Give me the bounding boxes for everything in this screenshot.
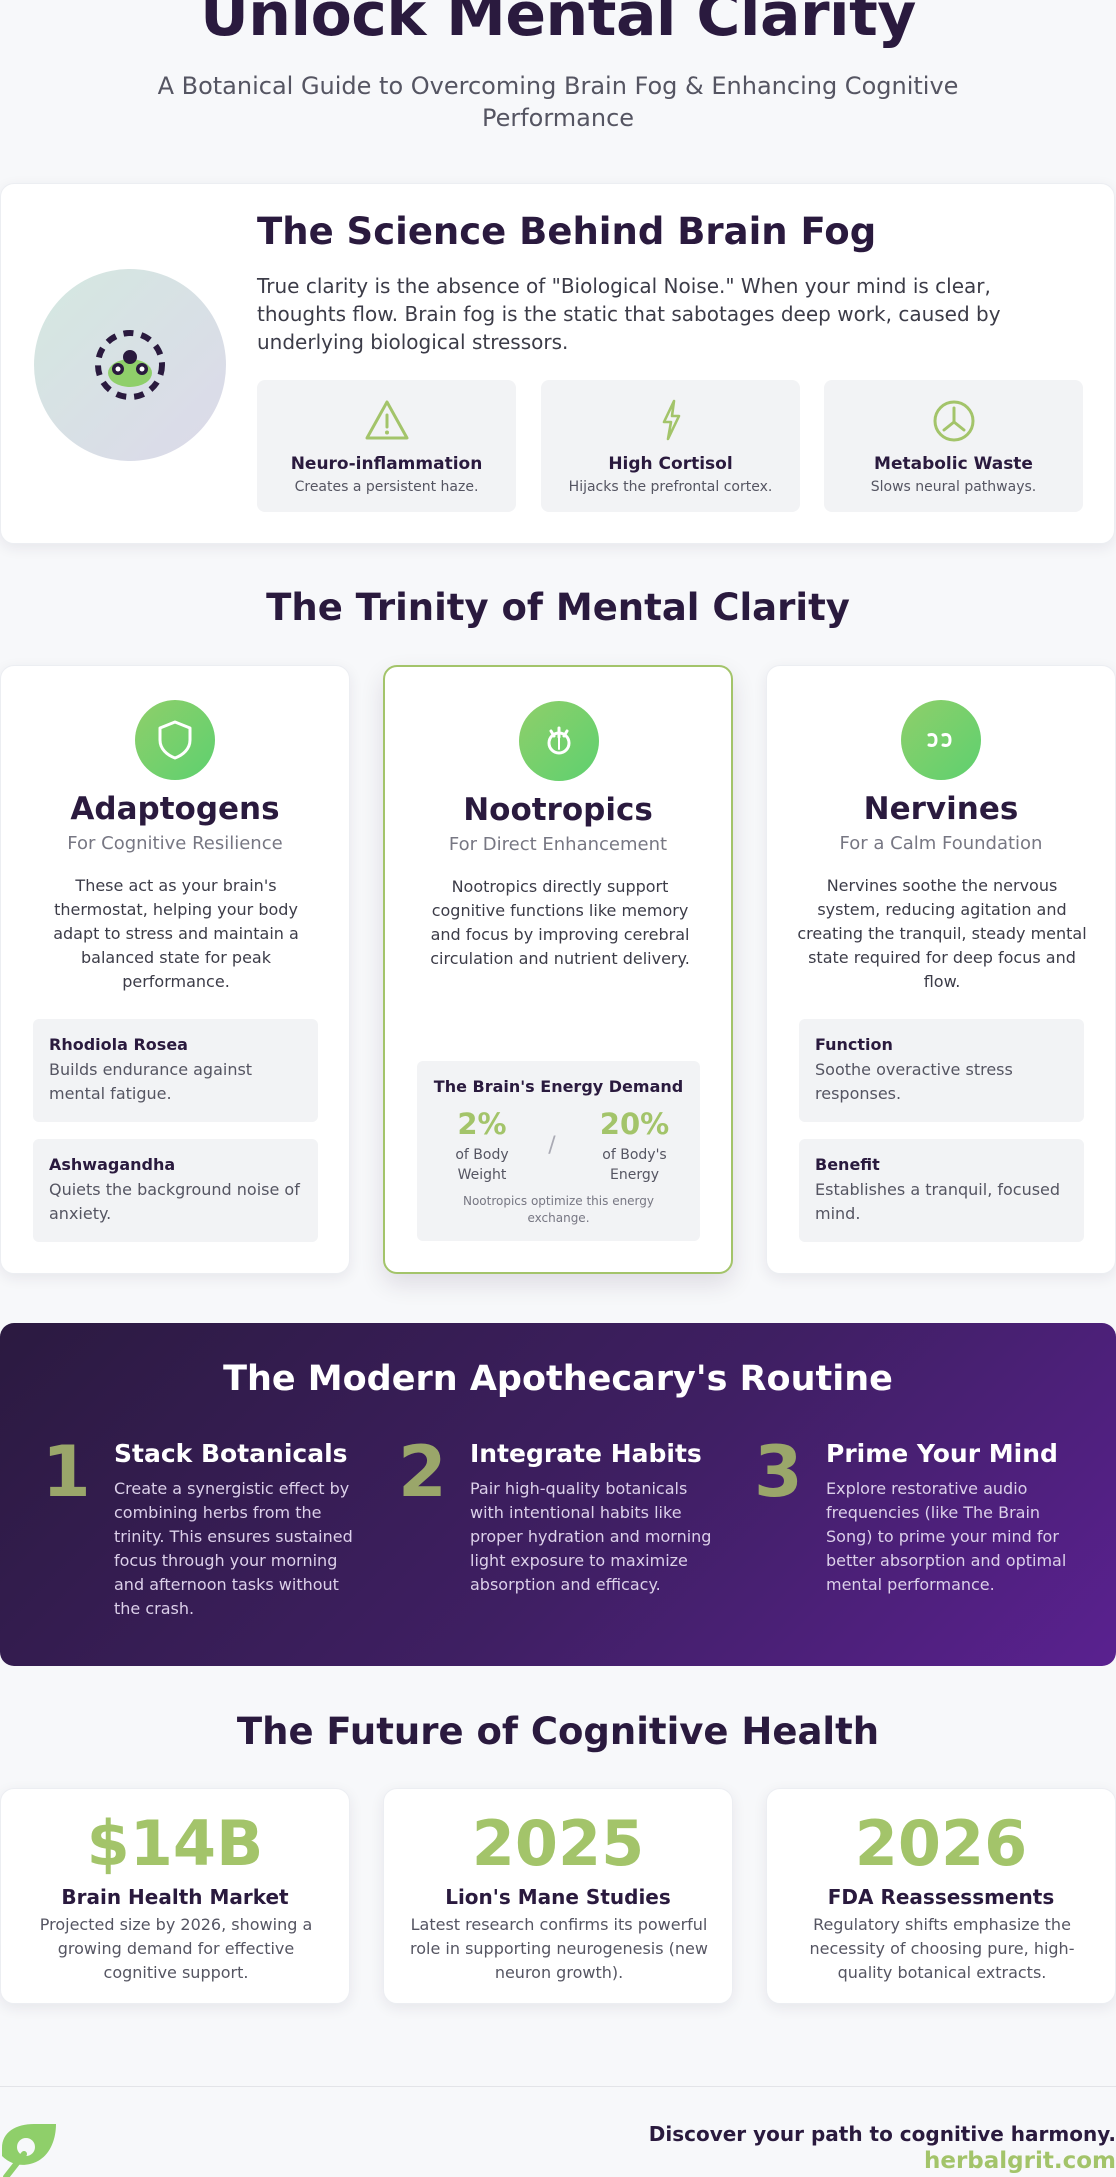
step-title: Stack Botanicals: [114, 1439, 348, 1468]
energy-demand-value: 20%: [599, 1107, 670, 1141]
energy-title: The Brain's Energy Demand: [433, 1077, 684, 1096]
stat-card-market: $14B Brain Health Market Projected size …: [0, 1788, 350, 2004]
stat-card-fda: 2026 FDA Reassessments Regulatory shifts…: [766, 1788, 1116, 2004]
science-card: The Science Behind Brain Fog True clarit…: [0, 183, 1115, 544]
brain-fog-icon: [95, 330, 165, 400]
herb-card-ashwagandha: Ashwagandha Quiets the background noise …: [33, 1139, 318, 1242]
pillar-tagline: For a Calm Foundation: [839, 833, 1043, 854]
pillar-name: Adaptogens: [70, 791, 280, 827]
herb-benefit: Builds endurance against mental fatigue.: [49, 1060, 253, 1103]
step-number: 2: [398, 1431, 447, 1513]
hero-title: Unlock Mental Clarity: [200, 0, 916, 50]
stat-value: 2026: [854, 1807, 1028, 1880]
leaf-logo-icon: [2, 2124, 56, 2177]
stressor-title: High Cortisol: [608, 454, 733, 474]
step-title: Prime Your Mind: [826, 1439, 1058, 1468]
pillar-tagline: For Direct Enhancement: [448, 834, 668, 855]
stressor-card-metabolic-waste: Metabolic Waste Slows neural pathways.: [824, 380, 1083, 512]
pillar-tagline: For Cognitive Resilience: [67, 833, 283, 854]
pillar-name: Nootropics: [463, 792, 653, 828]
step-text: Pair high-quality botanicals with intent…: [470, 1479, 712, 1594]
stat-card-lions-mane: 2025 Lion's Mane Studies Latest research…: [383, 1788, 733, 2004]
hero-subtitle: A Botanical Guide to Overcoming Brain Fo…: [157, 72, 959, 132]
footer-divider: [0, 2086, 1116, 2087]
energy-weight-label: of Body Weight: [455, 1147, 509, 1183]
pillar-name: Nervines: [863, 791, 1019, 827]
energy-separator: /: [548, 1133, 556, 1158]
herbalgrit-logo[interactable]: [0, 2120, 58, 2177]
footer-tagline: Discover your path to cognitive harmony.: [648, 2122, 1116, 2146]
step-title: Integrate Habits: [470, 1439, 702, 1468]
nervine-benefit-card: Benefit Establishes a tranquil, focused …: [799, 1139, 1084, 1242]
herb-benefit: Quiets the background noise of anxiety.: [49, 1180, 300, 1223]
pillar-badge: [901, 700, 981, 780]
herb-card-rhodiola: Rhodiola Rosea Builds endurance against …: [33, 1019, 318, 1122]
routine-section: The Modern Apothecary's Routine 1 Stack …: [0, 1323, 1116, 1666]
routine-title: The Modern Apothecary's Routine: [223, 1359, 893, 1399]
warning-icon: [365, 400, 408, 440]
stat-label: FDA Reassessments: [827, 1885, 1055, 1909]
stressor-card-high-cortisol: High Cortisol Hijacks the prefrontal cor…: [541, 380, 800, 512]
pillar-badge: [135, 700, 215, 780]
energy-demand-box: The Brain's Energy Demand 2% of Body Wei…: [417, 1061, 700, 1241]
shield-icon: [158, 720, 192, 760]
pillar-badge: [519, 701, 599, 781]
bolt-icon: [662, 399, 680, 441]
energy-note: Nootropics optimize this energy exchange…: [462, 1194, 655, 1225]
stressor-title: Metabolic Waste: [874, 454, 1033, 474]
herb-name: Rhodiola Rosea: [49, 1035, 188, 1054]
footer-site-link[interactable]: herbalgrit.com: [923, 2148, 1116, 2174]
stressor-desc: Hijacks the prefrontal cortex.: [568, 479, 773, 495]
stressor-desc: Creates a persistent haze.: [294, 479, 479, 495]
brain-fog-illustration: [34, 269, 226, 461]
nervine-item-title: Function: [815, 1035, 893, 1054]
step-text: Create a synergistic effect by combining…: [114, 1479, 353, 1618]
stat-text: Regulatory shifts emphasize the necessit…: [809, 1915, 1075, 1982]
nervine-function-card: Function Soothe overactive stress respon…: [799, 1019, 1084, 1122]
stat-text: Latest research confirms its powerful ro…: [410, 1915, 708, 1982]
step-number: 3: [754, 1431, 803, 1513]
stressor-desc: Slows neural pathways.: [870, 479, 1037, 495]
calm-icon: [927, 733, 952, 747]
pillar-description: Nervines soothe the nervous system, redu…: [797, 876, 1087, 991]
nervine-item-title: Benefit: [815, 1155, 880, 1174]
stressor-title: Neuro-inflammation: [290, 454, 483, 474]
pillar-description: These act as your brain's thermostat, he…: [53, 876, 299, 991]
pillar-description: Nootropics directly support cognitive fu…: [430, 877, 690, 968]
pillar-card-nervines: Nervines For a Calm Foundation Nervines …: [766, 665, 1116, 1274]
energy-demand-label: of Body's Energy: [602, 1147, 667, 1183]
science-title: The Science Behind Brain Fog: [257, 210, 877, 253]
step-text: Explore restorative audio frequencies (l…: [826, 1479, 1067, 1594]
science-body: True clarity is the absence of "Biologic…: [257, 274, 1001, 354]
stressor-card-neuro-inflammation: Neuro-inflammation Creates a persistent …: [257, 380, 516, 512]
pillar-card-nootropics: Nootropics For Direct Enhancement Nootro…: [383, 665, 733, 1274]
pillar-card-adaptogens: Adaptogens For Cognitive Resilience Thes…: [0, 665, 350, 1274]
stat-value: 2025: [471, 1807, 645, 1880]
future-title: The Future of Cognitive Health: [236, 1710, 880, 1753]
peace-icon: [933, 400, 974, 442]
stat-text: Projected size by 2026, showing a growin…: [39, 1915, 313, 1982]
herb-name: Ashwagandha: [49, 1155, 176, 1174]
stat-label: Brain Health Market: [61, 1885, 289, 1909]
brain-icon: [547, 726, 571, 755]
step-number: 1: [42, 1431, 91, 1513]
trinity-title: The Trinity of Mental Clarity: [266, 586, 850, 629]
energy-weight-value: 2%: [457, 1107, 507, 1141]
nervine-item-text: Establishes a tranquil, focused mind.: [815, 1180, 1061, 1223]
nervine-item-text: Soothe overactive stress responses.: [815, 1060, 1013, 1103]
stat-value: $14B: [86, 1807, 264, 1880]
stat-label: Lion's Mane Studies: [445, 1885, 671, 1909]
